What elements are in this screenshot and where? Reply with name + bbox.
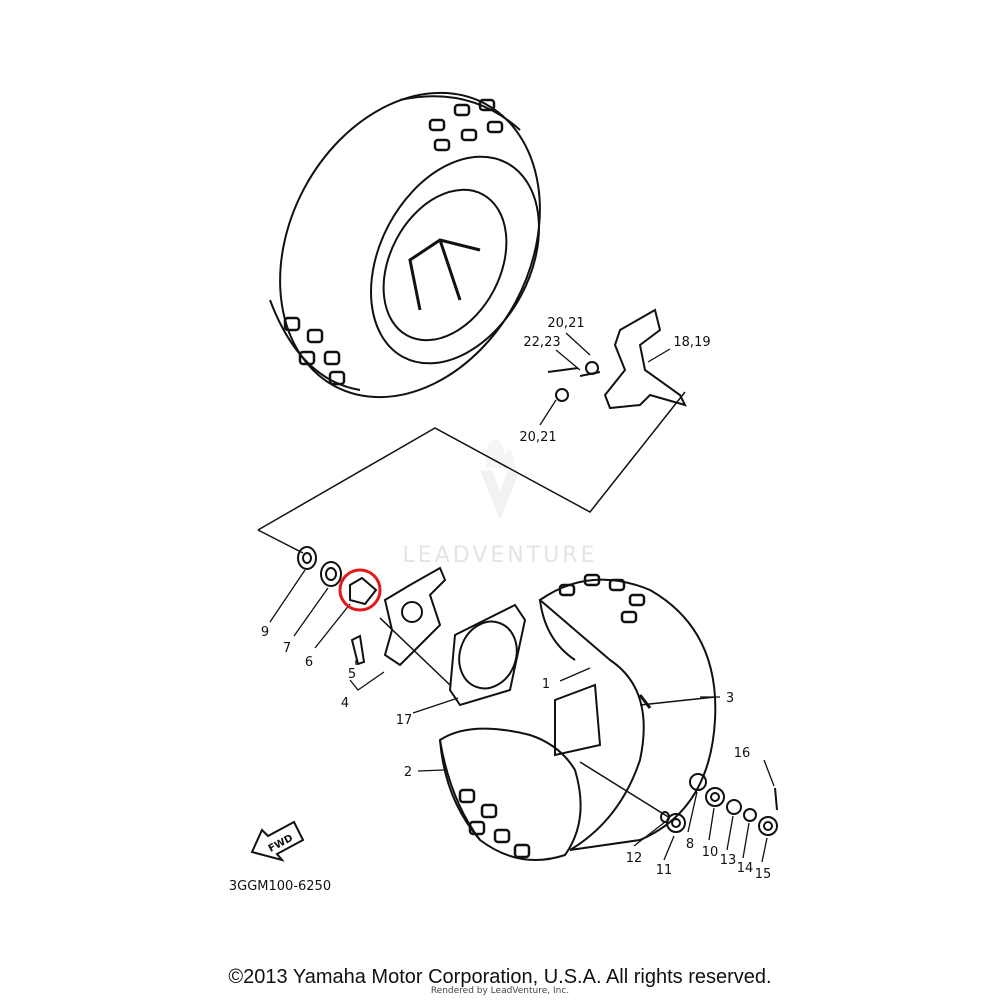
callout-22-23: 22,23 (523, 335, 560, 350)
lower-wheel-assembly (438, 573, 717, 861)
forward-arrow-icon: FWD (250, 820, 305, 862)
callout-13: 13 (720, 853, 737, 868)
callout-16: 16 (734, 746, 751, 761)
callout-18-19: 18,19 (673, 335, 710, 350)
callout-3: 3 (726, 691, 734, 706)
callout-5: 5 (348, 667, 356, 682)
callout-10: 10 (702, 845, 719, 860)
steering-knuckle (547, 308, 687, 410)
callout-6: 6 (305, 655, 313, 670)
watermark-text: LEADVENTURE (403, 543, 598, 568)
upper-wheel-assembly (269, 91, 541, 399)
callout-4: 4 (341, 696, 349, 711)
callout-7: 7 (283, 641, 291, 656)
axle-hardware (638, 694, 778, 836)
callout-20-21-top: 20,21 (547, 316, 584, 331)
assembly-lines (257, 391, 716, 819)
callout-17: 17 (396, 713, 413, 728)
callout-14: 14 (737, 861, 754, 876)
copyright-notice: ©2013 Yamaha Motor Corporation, U.S.A. A… (228, 966, 772, 988)
callout-1: 1 (542, 677, 550, 692)
diagram-code: 3GGM100-6250 (229, 879, 331, 894)
callout-11: 11 (656, 863, 673, 878)
callout-8: 8 (686, 837, 694, 852)
callout-2: 2 (404, 765, 412, 780)
leadventure-watermark-logo (480, 439, 520, 520)
rendered-by-notice: Rendered by LeadVenture, Inc. (430, 986, 570, 996)
leader-lines (269, 332, 775, 863)
highlight-circle (338, 568, 382, 612)
callout-20-21-bottom: 20,21 (519, 430, 556, 445)
callout-15: 15 (755, 867, 772, 882)
hub-parts (297, 546, 527, 707)
callout-12: 12 (626, 851, 643, 866)
callout-9: 9 (261, 625, 269, 640)
